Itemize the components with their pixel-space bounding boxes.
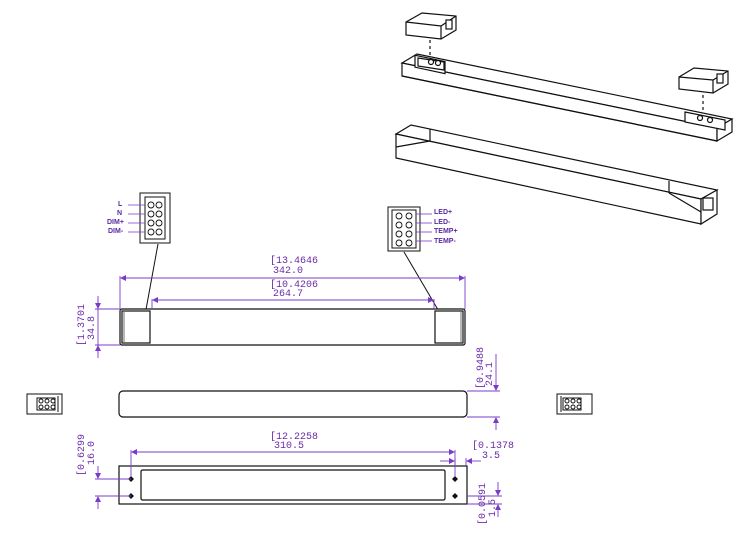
dim-overall-length-mm: 342.0 — [273, 266, 304, 277]
dim-mount-spacing-mm: 310.5 — [274, 441, 305, 452]
pin-label-output: TEMP+ — [434, 228, 458, 235]
dim-thickness-mm: 24.1 — [485, 361, 496, 386]
side-view — [118, 390, 468, 418]
pin-label-input: DIM- — [108, 228, 124, 235]
pin-label-output: LED+ — [434, 209, 453, 216]
dim-mount-spacing-inch: [12.2258 — [270, 432, 319, 443]
pin-label-output: TEMP- — [434, 238, 456, 245]
dimension-lines-bottom — [95, 449, 502, 517]
end-cap-left-iso — [405, 12, 457, 40]
housing-open-iso — [400, 53, 734, 143]
dim-inner-length-inch: [10.4206 — [270, 280, 319, 291]
pin-label-input: DIM+ — [107, 219, 124, 226]
isometric-exploded-view — [394, 12, 734, 226]
dim-mount-width-mm: 16.0 — [87, 440, 98, 465]
dim-overall-length-inch: [13.4646 — [270, 256, 319, 267]
end-cap-right-iso — [678, 67, 729, 94]
bottom-view — [118, 465, 468, 505]
end-cap-right-side — [556, 393, 593, 415]
dim-hole-offset-inch: [0.1378 — [472, 441, 515, 452]
dimension-lines-front — [95, 275, 466, 358]
housing-closed-iso — [394, 124, 719, 226]
front-view — [119, 308, 466, 346]
dim-plate-thickness-mm: 1.5 — [488, 498, 499, 517]
pin-label-output: LED- — [434, 219, 451, 226]
pin-label-input: L — [118, 201, 123, 208]
dim-height-mm: 34.8 — [87, 315, 98, 340]
output-connector-block — [387, 206, 432, 252]
dim-hole-offset-mm: 3.5 — [482, 451, 501, 462]
end-cap-left-side — [26, 393, 63, 415]
dim-inner-length-mm: 264.7 — [273, 289, 304, 300]
leader-input — [144, 243, 159, 316]
pin-label-input: N — [117, 210, 123, 217]
input-connector-block — [128, 192, 171, 244]
dimension-lines-side — [467, 354, 500, 430]
